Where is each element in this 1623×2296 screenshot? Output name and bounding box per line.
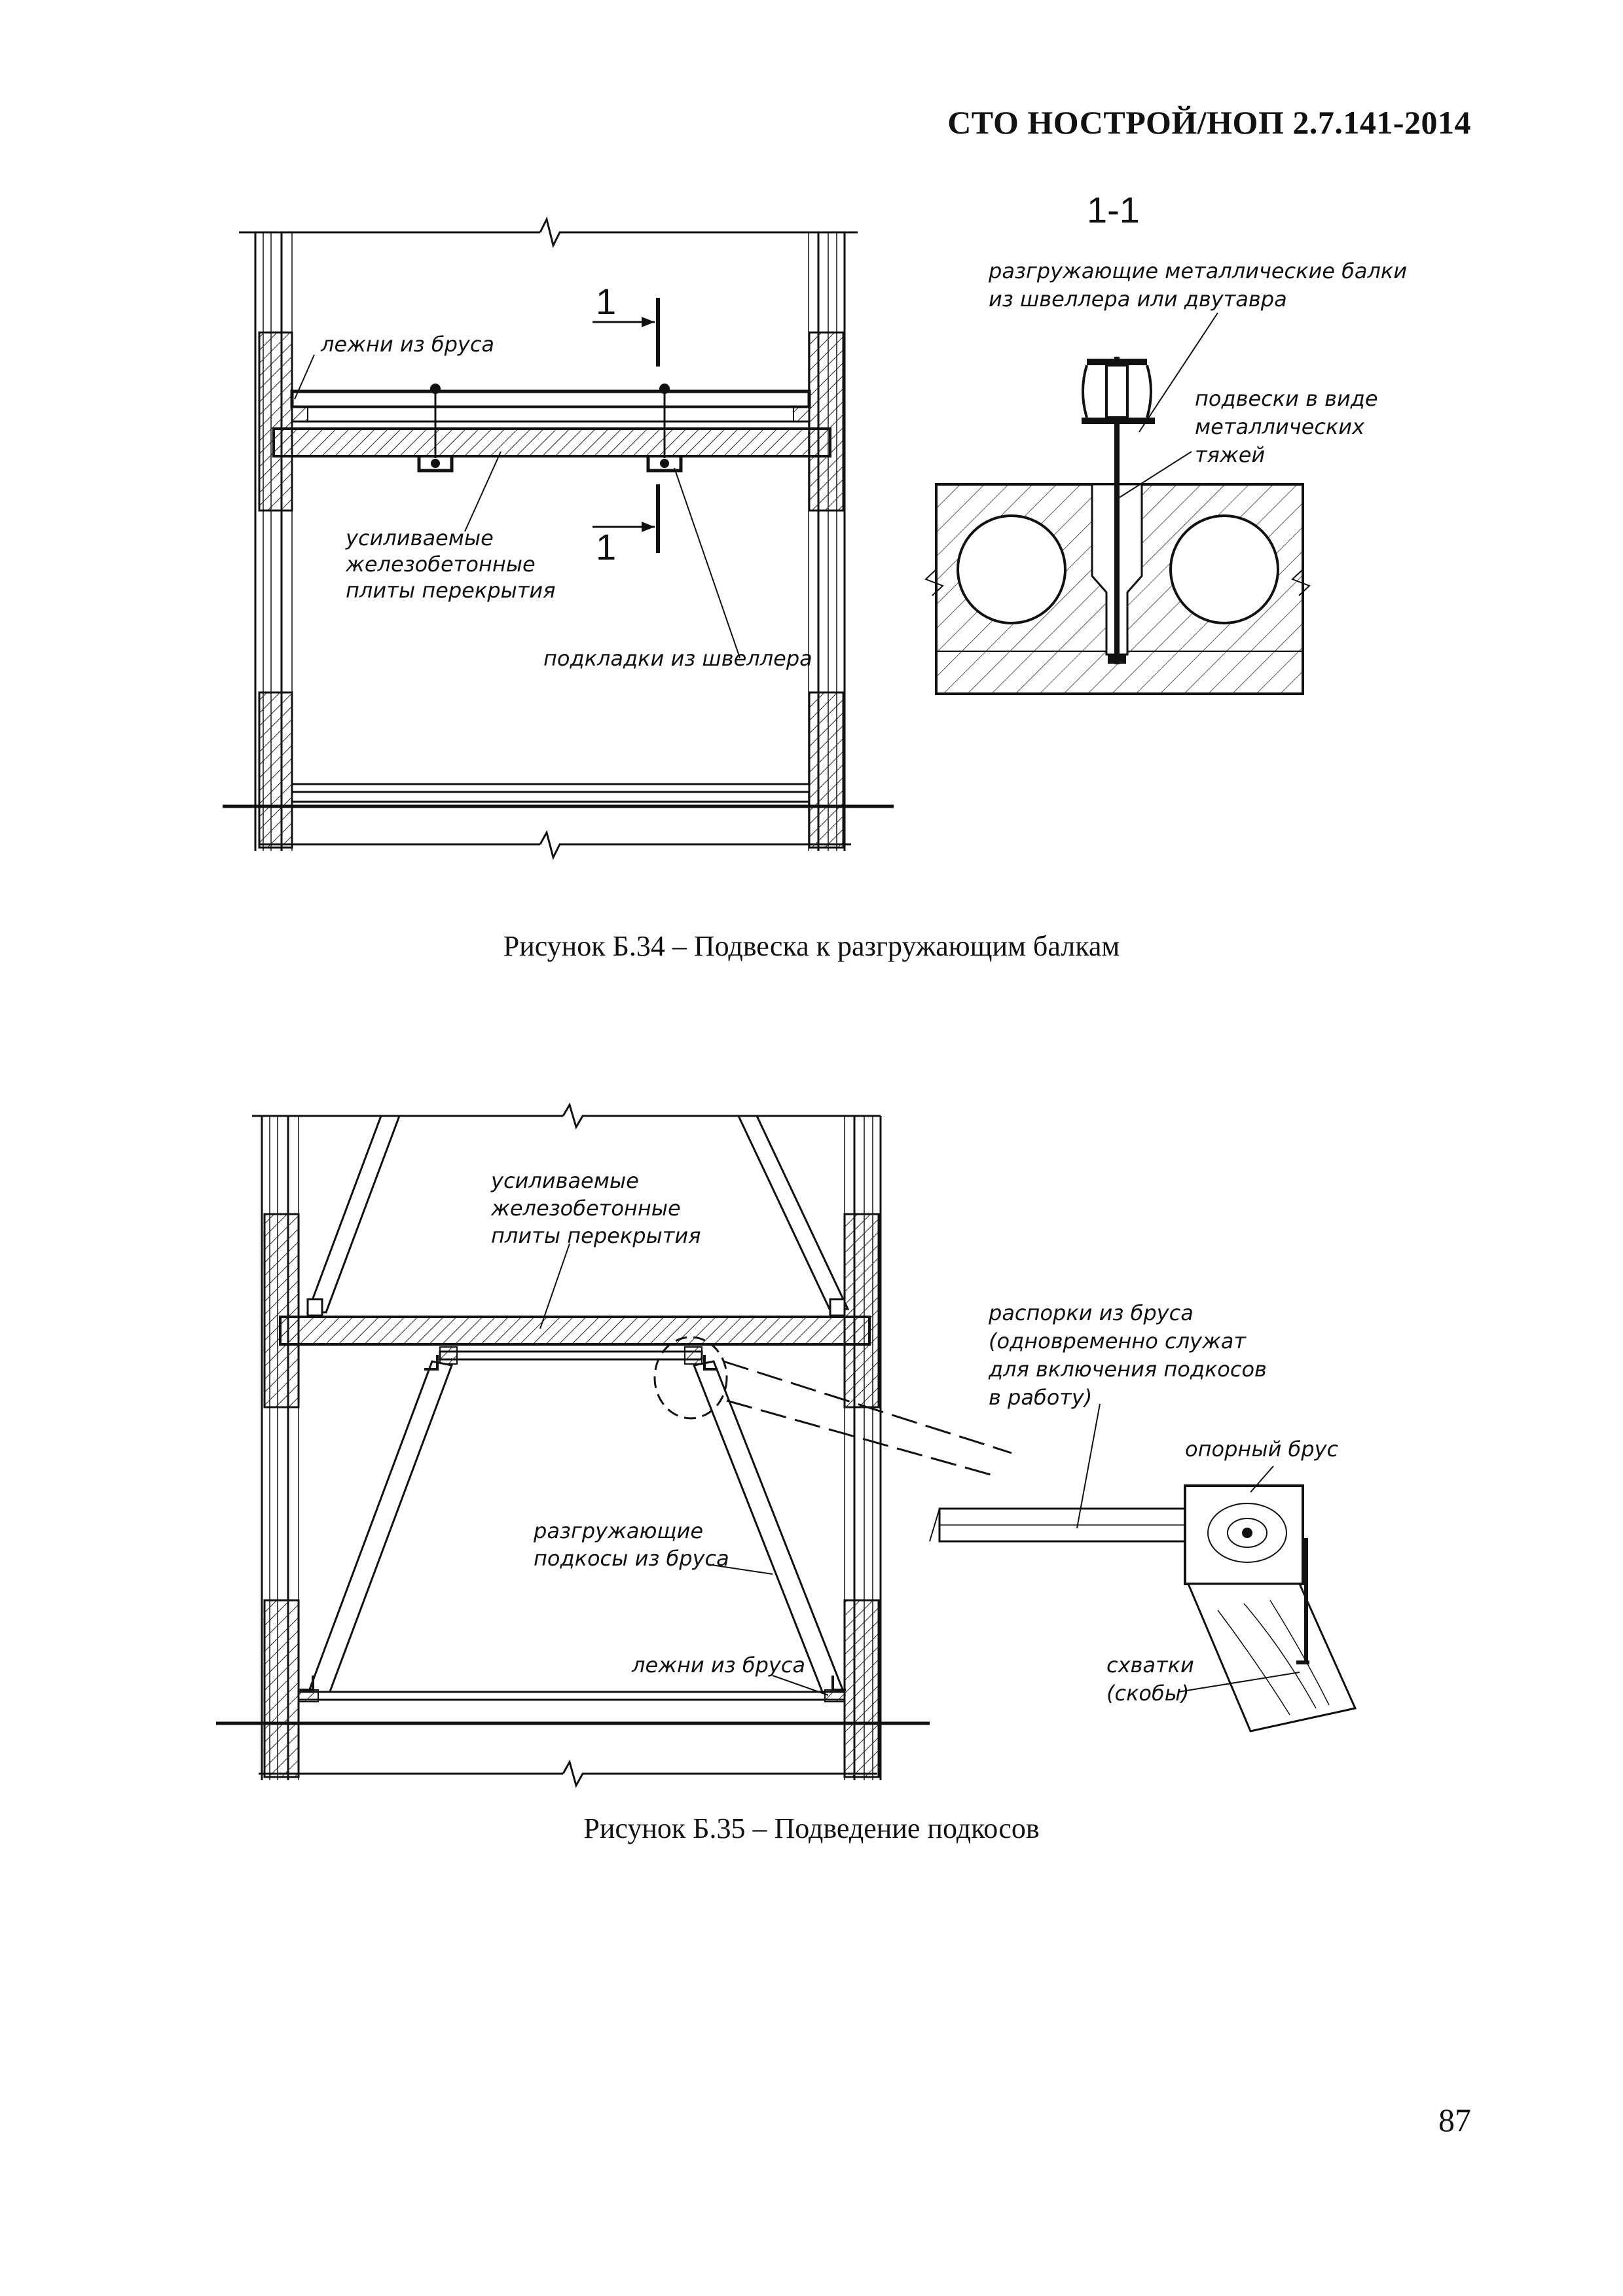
figure-b34-caption: Рисунок Б.34 – Подвеска к разгружающим б…	[503, 930, 1120, 962]
lower-floor-b35	[216, 1689, 930, 1725]
label-plates-line3-b35: плиты перекрытия	[491, 1223, 701, 1248]
channel-pads	[417, 456, 683, 473]
rc-slab	[272, 427, 831, 457]
label-rasporki-line1: распорки из бруса	[988, 1300, 1194, 1325]
label-podveski-line3: тяжей	[1195, 442, 1265, 467]
break-line-bottom-b35	[259, 1759, 877, 1788]
label-plates-line1-b35: усиливаемые	[490, 1168, 639, 1193]
detail-drawing	[929, 1484, 1357, 1732]
right-wall	[808, 232, 846, 851]
section-1-1-drawing	[924, 312, 1311, 695]
label-plates-line2: железобетонные	[345, 552, 536, 577]
leader-lines-b34	[294, 354, 740, 658]
figure-b35-caption: Рисунок Б.35 – Подведение подкосов	[583, 1812, 1040, 1844]
rc-slab-b35	[279, 1316, 871, 1346]
leader-lines-b35	[539, 1243, 1300, 1696]
upper-struts	[306, 1115, 850, 1317]
label-skhvatki-line1: схватки	[1106, 1653, 1194, 1677]
break-line-bottom	[259, 830, 851, 861]
label-oporny: опорный брус	[1185, 1437, 1339, 1462]
label-rasporki-line3: для включения подкосов	[988, 1357, 1267, 1382]
lower-floor	[223, 783, 894, 808]
unloading-beam	[290, 384, 811, 458]
page-number: 87	[1438, 2102, 1471, 2138]
label-beams-line1: разгружающие металлические балки	[988, 259, 1407, 283]
section-number-top: 1	[596, 281, 616, 322]
label-podveski-line1: подвески в виде	[1195, 386, 1378, 411]
label-lezhni: лежни из бруса	[320, 332, 494, 357]
label-podkladki: подкладки из швеллера	[543, 646, 812, 671]
label-podveski-line2: металлических	[1195, 414, 1365, 439]
label-podkosy-line2: подкосы из бруса	[534, 1546, 729, 1571]
detail-callout	[653, 1336, 1012, 1477]
label-podkosy-line1: разгружающие	[533, 1518, 703, 1543]
label-plates-line2-b35: железобетонные	[490, 1196, 681, 1221]
left-wall-b35	[261, 1116, 300, 1780]
figure-b35-drawing: усиливаемые железобетонные плиты перекры…	[216, 1102, 1357, 1788]
section-mark-1-1	[593, 298, 660, 553]
section-number-bottom: 1	[596, 526, 616, 567]
right-wall-b35	[843, 1116, 882, 1780]
break-line-top	[239, 216, 858, 249]
document-code-header: СТО НОСТРОЙ/НОП 2.7.141-2014	[947, 104, 1471, 141]
label-lezhni-b35: лежни из бруса	[631, 1653, 805, 1677]
break-line-top-b35	[252, 1102, 881, 1130]
label-plates-line3: плиты перекрытия	[346, 578, 555, 603]
section-title: 1-1	[1087, 189, 1140, 230]
label-skhvatki-line2: (скобы)	[1106, 1681, 1189, 1706]
figure-b34-drawing: 1 1 лежни из бруса усиливаемые железобет…	[223, 189, 1407, 861]
label-beams-line2: из швеллера или двутавра	[989, 287, 1287, 312]
label-rasporki-line4: в работу)	[989, 1385, 1092, 1410]
label-rasporki-line2: (одновременно служат	[989, 1329, 1247, 1354]
left-wall	[254, 232, 293, 851]
label-plates-line1: усиливаемые	[345, 526, 494, 550]
